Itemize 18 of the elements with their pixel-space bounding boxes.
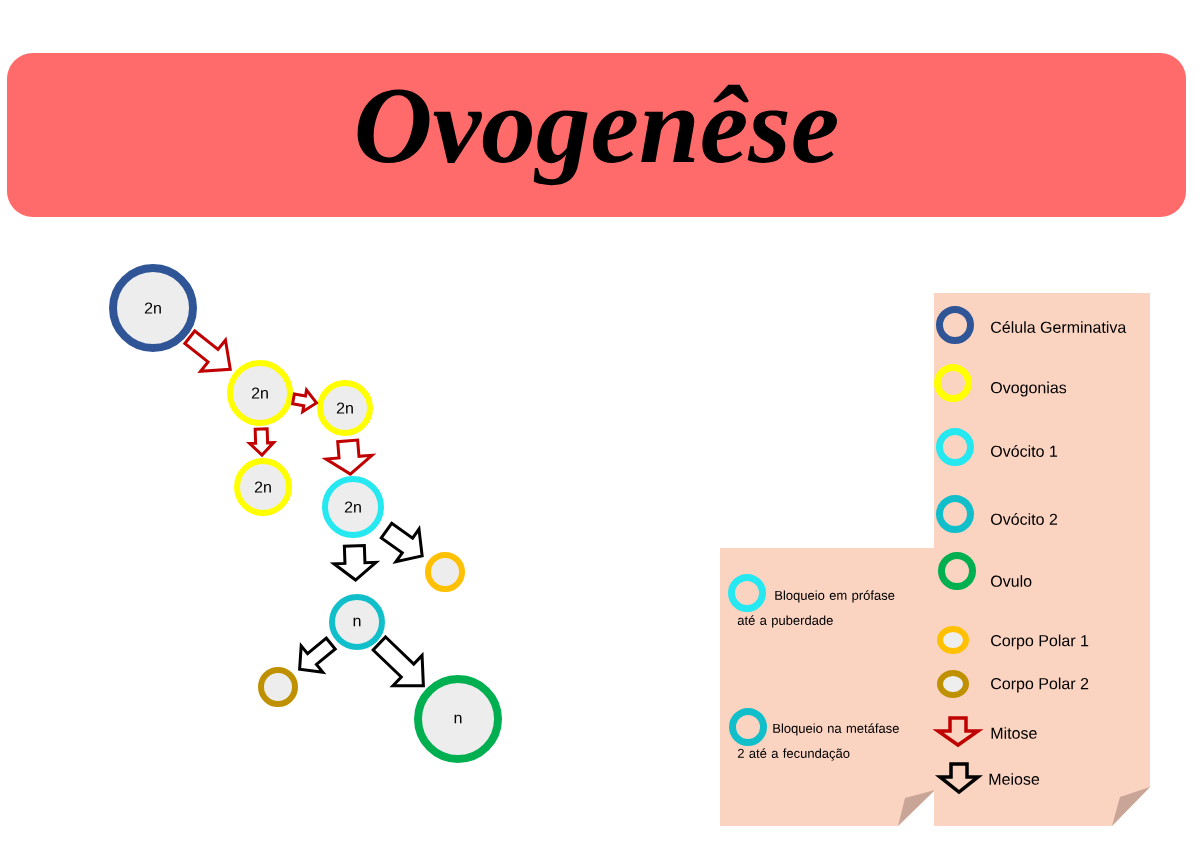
arrow	[379, 521, 424, 565]
arrow	[245, 427, 278, 458]
cell-circle	[425, 552, 465, 592]
title-banner: Ovogenêse	[7, 53, 1186, 217]
arrow	[329, 544, 381, 582]
legend-label: Mitose	[991, 727, 1037, 739]
arrow	[321, 438, 377, 476]
cell-circle	[258, 667, 298, 707]
note-text: Bloqueio em prófase até a puberdade	[737, 590, 895, 628]
legend-label: Meiose	[989, 773, 1040, 785]
note-text: Bloqueio na metáfase 2 até a fecundação	[737, 723, 899, 761]
legend-label: Ovócito 1	[991, 445, 1058, 457]
legend-label: Corpo Polar 1	[991, 634, 1089, 650]
legend-label: Célula Germinativa	[991, 321, 1127, 333]
legend-label: Corpo Polar 2	[991, 677, 1089, 693]
legend-label: Ovogonias	[991, 381, 1067, 397]
legend-label: Ovócito 2	[991, 513, 1058, 525]
legend-label: Ovulo	[991, 575, 1032, 587]
